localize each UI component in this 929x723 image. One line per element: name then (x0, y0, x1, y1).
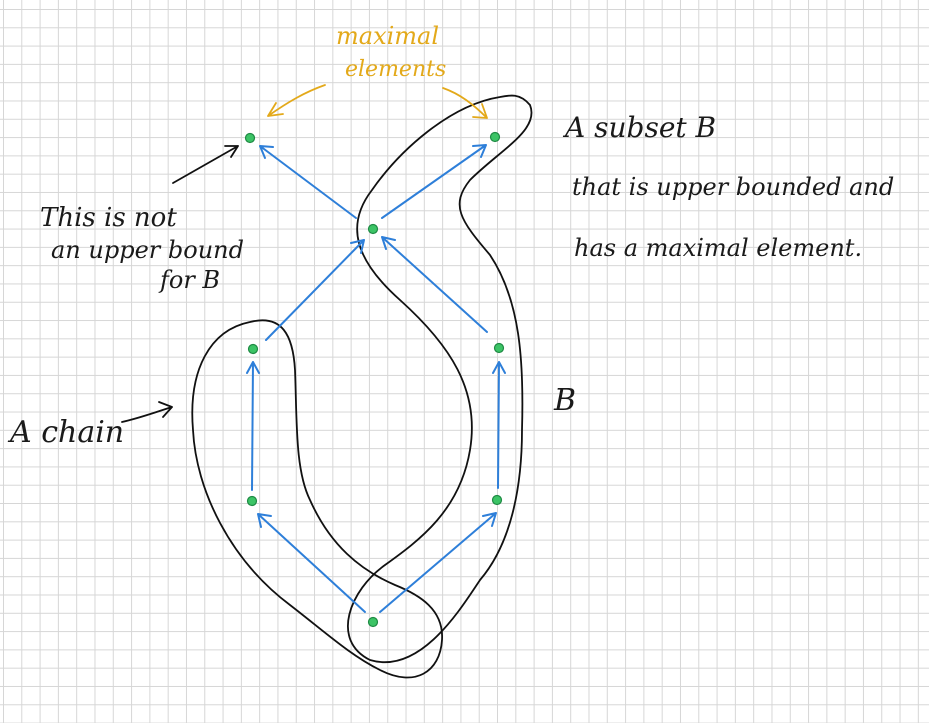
node-bottom (367, 616, 379, 628)
subset-label-line1: A subset B (562, 111, 716, 144)
edge-center-to-top-right (381, 144, 487, 219)
node-left-mid (247, 343, 259, 355)
not-upper-bound-arrow (172, 145, 239, 184)
edge-bottom-to-left-low (257, 513, 366, 613)
not-upper-bound-line2: an upper bound (51, 236, 244, 264)
chain-arrow (121, 401, 173, 423)
subset-label-line3: has a maximal element. (574, 234, 862, 262)
subset-label-line2: that is upper bounded and (572, 173, 894, 201)
node-right-mid (493, 342, 505, 354)
maximal-label-line2: elements (345, 57, 446, 82)
node-top-left (244, 132, 256, 144)
maximal-label-line1: maximal (336, 22, 439, 50)
node-right-low (491, 494, 503, 506)
poset-nodes (244, 131, 505, 628)
edge-right-low-to-right-mid (492, 361, 506, 489)
maximal-arrow-left (267, 84, 326, 117)
chain-outline (191, 319, 443, 679)
hasse-edges (246, 144, 506, 613)
node-top-right (489, 131, 501, 143)
not-upper-bound-line3: for B (158, 266, 220, 294)
chain-label: A chain (7, 415, 124, 450)
node-left-low (246, 495, 258, 507)
subset-b-label: B (553, 383, 576, 418)
edge-center-to-top-left (259, 145, 357, 219)
edge-bottom-to-right-low (379, 512, 497, 613)
subset-b-outline (347, 94, 533, 663)
maximal-arrow-right (442, 87, 488, 119)
not-upper-bound-line1: This is not (40, 203, 177, 233)
edge-left-low-to-left-mid (246, 361, 260, 491)
edge-left-mid-to-center (265, 239, 365, 341)
edge-right-mid-to-center (381, 236, 488, 333)
node-center (367, 223, 379, 235)
